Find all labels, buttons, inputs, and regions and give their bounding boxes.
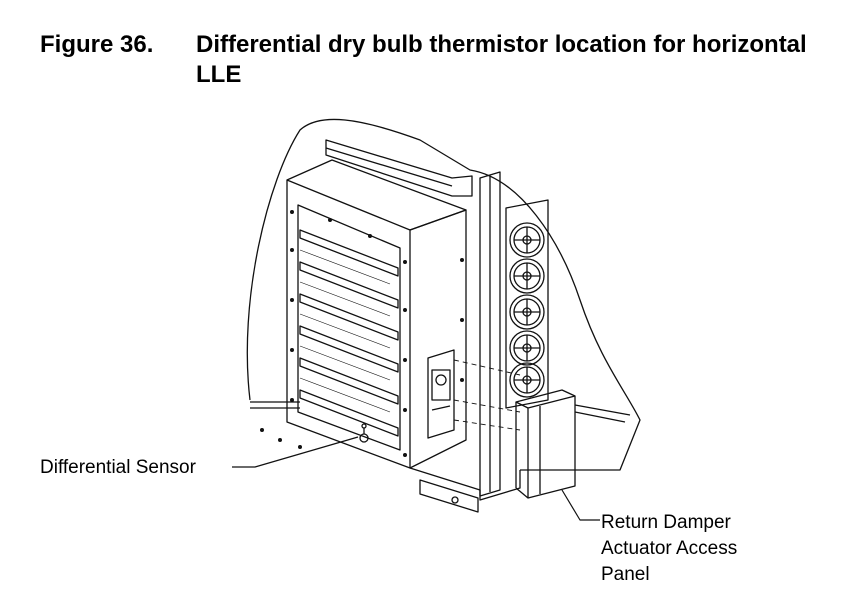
figure-title: Differential dry bulb thermistor locatio… (196, 31, 807, 88)
return-damper-label: Return Damper Actuator Access Panel (601, 510, 841, 588)
base-channel (409, 467, 521, 501)
vertical-post (479, 171, 501, 497)
hidden-lines (453, 359, 521, 431)
return-damper-label-line2: Actuator Access (601, 538, 738, 559)
louver-blades (299, 229, 399, 437)
return-damper-label-line3: Panel (601, 564, 650, 585)
sensor-leader-line (232, 436, 359, 468)
damper-actuator (427, 349, 455, 439)
hood-top (325, 139, 473, 197)
differential-sensor-icon (359, 423, 369, 443)
fan-wheels (505, 199, 549, 409)
damper-hood (286, 179, 411, 469)
cutaway-outline (246, 118, 641, 471)
panel-leader-line (561, 489, 600, 521)
figure-number: Figure 36. (40, 31, 154, 58)
fastener-dots (260, 210, 464, 457)
hood-side (409, 209, 467, 469)
return-damper-label-line1: Return Damper (601, 512, 731, 533)
differential-sensor-label: Differential Sensor (40, 457, 196, 478)
return-damper-access-panel (515, 389, 576, 499)
